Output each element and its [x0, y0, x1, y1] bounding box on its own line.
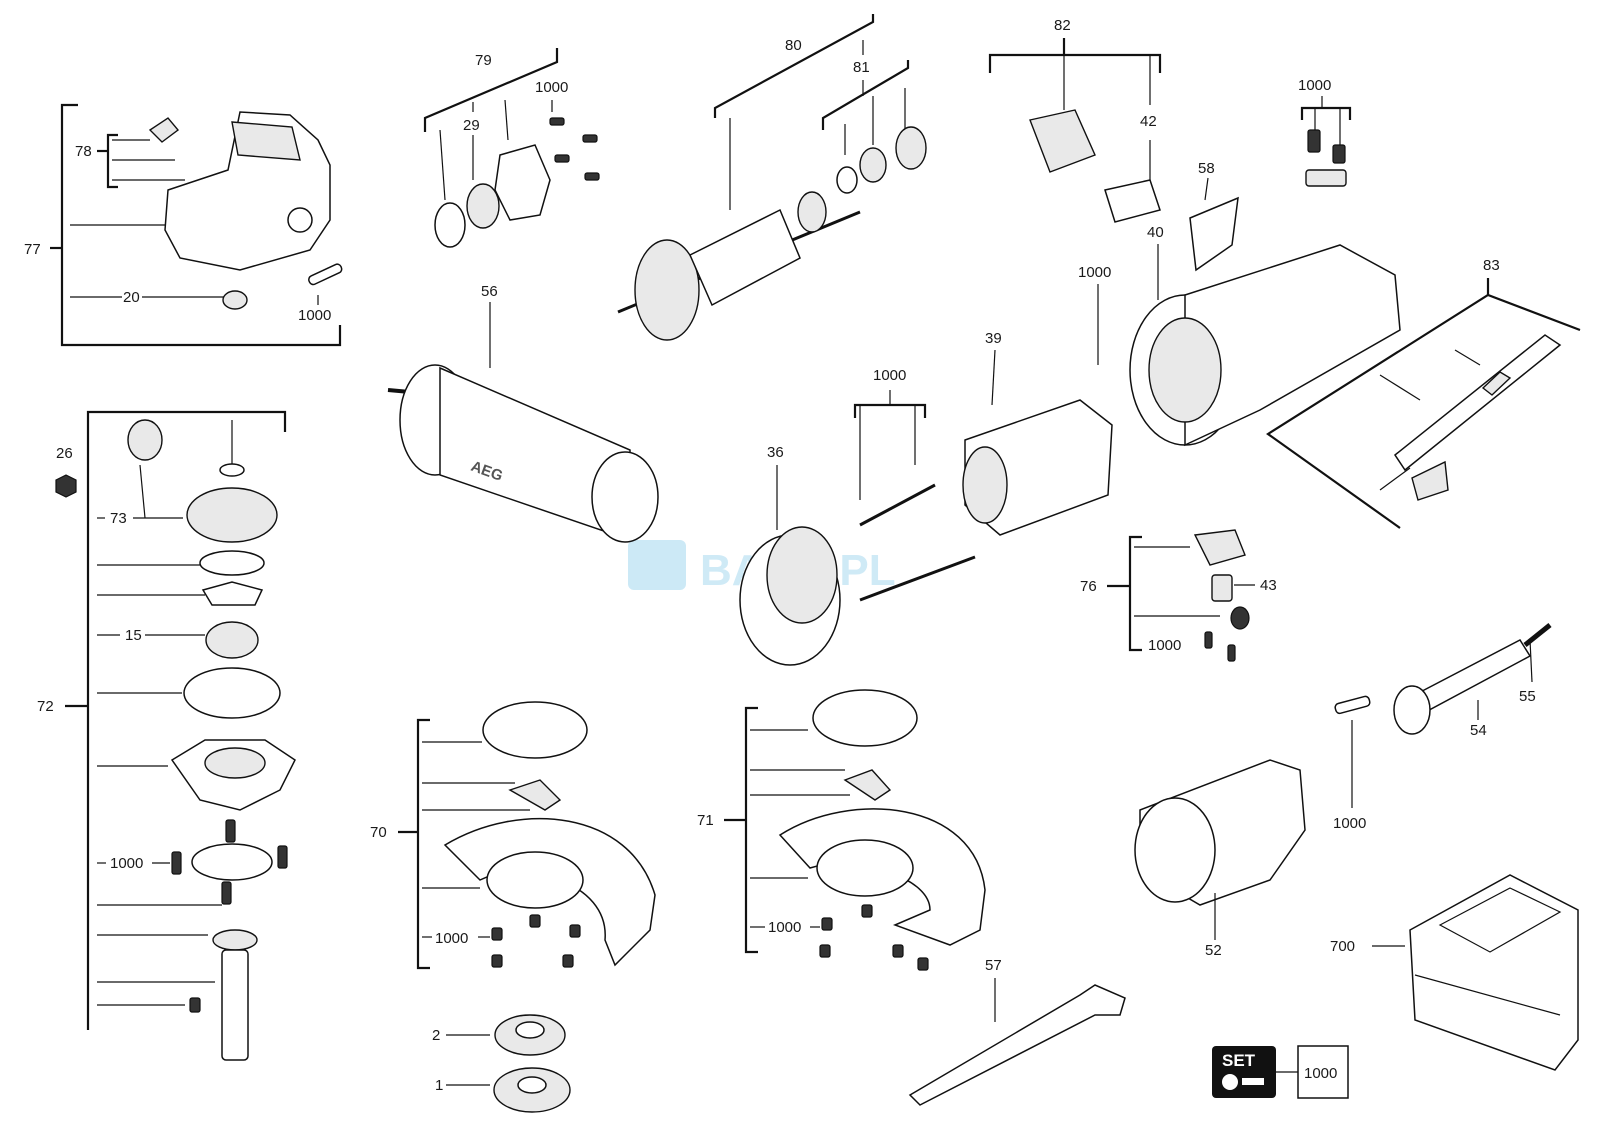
label-1000-i: 1000: [435, 930, 468, 947]
label-83: 83: [1483, 257, 1500, 274]
group-83-slider: 83: [1266, 257, 1581, 529]
label-43: 43: [1260, 577, 1277, 594]
bearing-81a-shape: [859, 147, 887, 183]
group-40-motor-housing: 40 1000: [1078, 224, 1401, 447]
bearing-flange-shape: [494, 144, 551, 221]
group-76-brush-holder: 76 43 1000: [1080, 529, 1277, 662]
label-72: 72: [37, 698, 54, 715]
label-54: 54: [1470, 722, 1487, 739]
guard-71-clamp-ring-shape: [812, 689, 918, 747]
pin-wrench-shape: [908, 984, 1126, 1106]
oring-72-shape: [183, 667, 281, 719]
commutator-shape: [797, 191, 827, 233]
switch-shape: [1029, 109, 1096, 173]
part-43-carbon-shape: [1211, 574, 1233, 602]
group-57-wrench: 57: [908, 957, 1126, 1106]
group-36-baffle: 36: [739, 444, 841, 666]
fan-shape: [634, 239, 700, 341]
part-29-bearing-shape: [466, 183, 500, 229]
label-81: 81: [853, 59, 870, 76]
group-1-2-flanges: 2 1: [432, 1014, 571, 1113]
label-1000-j: 1000: [768, 919, 801, 936]
washer-shape: [836, 166, 858, 194]
set-badge: SET 1000: [1212, 1045, 1349, 1099]
label-71: 71: [697, 812, 714, 829]
part-15-bearing-shape: [205, 621, 259, 659]
set-badge-ref: 1000: [1304, 1065, 1337, 1082]
label-77: 77: [24, 241, 41, 258]
label-78: 78: [75, 143, 92, 160]
label-1: 1: [435, 1077, 443, 1094]
label-1000-f: 1000: [110, 855, 143, 872]
label-700: 700: [1330, 938, 1355, 955]
label-79: 79: [475, 52, 492, 69]
label-1000-a: 1000: [298, 307, 331, 324]
label-36: 36: [767, 444, 784, 461]
set-badge-screw-icon: [1222, 1074, 1238, 1090]
label-55: 55: [1519, 688, 1536, 705]
armature-core-shape: [689, 208, 801, 307]
label-20: 20: [123, 289, 140, 306]
bevel-gear-shape: [186, 487, 278, 543]
part-20-shape: [222, 290, 248, 310]
spindle-shape: [221, 949, 249, 1061]
label-57: 57: [985, 957, 1002, 974]
group-70-guard: 70 1000: [370, 701, 656, 970]
label-1000-g: 1000: [1148, 637, 1181, 654]
label-70: 70: [370, 824, 387, 841]
group-80-armature: 80 81: [617, 14, 927, 341]
label-26: 26: [56, 445, 73, 462]
group-72-gear-assembly: 26 72 73 15 1000: [37, 410, 296, 1061]
nut-26-shape: [55, 474, 77, 498]
label-52: 52: [1205, 942, 1222, 959]
motor-housing-shape: [1184, 244, 1401, 447]
label-29: 29: [463, 117, 480, 134]
slider-shape: [1393, 334, 1562, 472]
guard-clamp-ring-shape: [482, 701, 588, 759]
label-40: 40: [1147, 224, 1164, 241]
label-15: 15: [125, 627, 142, 644]
part-42-shape: [1104, 179, 1161, 223]
group-56-side-handle: 56 AEG: [387, 283, 659, 543]
label-1000-b: 1000: [535, 79, 568, 96]
label-58: 58: [1198, 160, 1215, 177]
label-39: 39: [985, 330, 1002, 347]
oring-shape: [434, 202, 466, 248]
label-76: 76: [1080, 578, 1097, 595]
group-77-gear-housing: 77 78 20 1000: [24, 103, 343, 347]
bearing-73a-shape: [127, 419, 163, 461]
carry-case-shape: [1409, 874, 1579, 1071]
label-2: 2: [432, 1027, 440, 1044]
label-1000-h: 1000: [1333, 815, 1366, 832]
group-700-case: 700: [1330, 874, 1579, 1071]
brush-holder-shape: [1193, 529, 1246, 566]
label-42: 42: [1140, 113, 1157, 130]
label-1000-c: 1000: [1298, 77, 1331, 94]
group-71-guard: 71 1000: [697, 689, 986, 971]
label-73: 73: [110, 510, 127, 527]
group-79-bearing-plate: 79 1000 29: [423, 48, 600, 248]
set-badge-text: SET: [1222, 1051, 1256, 1070]
bearing-81b-shape: [895, 126, 927, 170]
group-82-switch: 82 42 1000 58: [988, 17, 1352, 272]
label-82: 82: [1054, 17, 1071, 34]
spindle-lock-button-shape: [148, 117, 180, 143]
group-39-stator: 39 1000: [853, 330, 1113, 602]
label-1000-d: 1000: [1078, 264, 1111, 281]
group-54-55-cable: 55 54 1000: [1333, 623, 1552, 832]
part-58-shape: [1189, 196, 1239, 272]
label-56: 56: [481, 283, 498, 300]
group-52-rear-cover: 52: [1134, 759, 1306, 959]
label-1000-e: 1000: [873, 367, 906, 384]
label-80: 80: [785, 37, 802, 54]
